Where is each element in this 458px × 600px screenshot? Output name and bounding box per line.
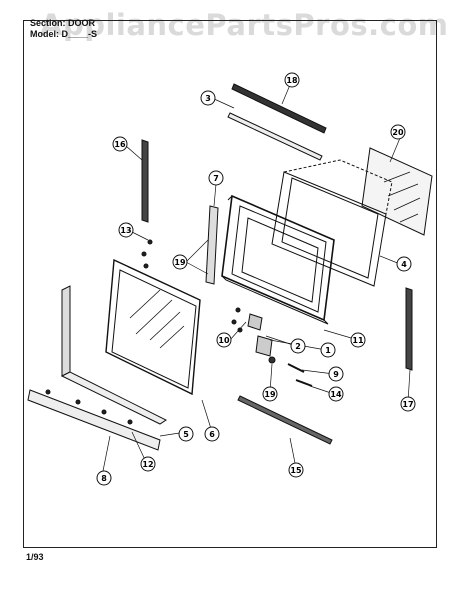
callout-group: 3 18 20 16 7 13 19 4 11 1 2 10 9 14 19 1… (96, 72, 416, 486)
callout-4: 4 (396, 256, 412, 272)
callout-2: 2 (290, 338, 306, 354)
callout-number: 19 (264, 390, 276, 399)
footer-date: 1/93 (26, 552, 44, 562)
inner-door-frame (271, 159, 393, 287)
callout-number: 5 (183, 430, 189, 439)
top-gasket (227, 112, 323, 161)
callout-13: 13 (118, 222, 134, 238)
callout-17: 17 (400, 396, 416, 412)
callout-20: 20 (390, 124, 406, 140)
callout-10: 10 (216, 332, 232, 348)
callout-number: 17 (402, 400, 413, 409)
callout-number: 7 (213, 174, 219, 183)
door-frame-window (221, 194, 335, 325)
callout-number: 10 (218, 336, 230, 345)
callout-number: 9 (333, 370, 339, 379)
callout-number: 1 (325, 346, 331, 355)
bottom-trim (237, 395, 333, 445)
section-label: Section: DOOR (30, 18, 96, 28)
callout-number: 2 (295, 342, 301, 351)
callout-number: 3 (205, 94, 211, 103)
callout-18: 18 (284, 72, 300, 88)
callout-1: 1 (320, 342, 336, 358)
callout-5: 5 (178, 426, 194, 442)
callout-number: 16 (114, 140, 126, 149)
callout-9: 9 (328, 366, 344, 382)
callout-number: 11 (352, 336, 364, 345)
screws (45, 239, 243, 425)
callout-number: 6 (209, 430, 215, 439)
right-side-trim (405, 287, 413, 371)
top-trim-strip (231, 83, 327, 134)
watermark: AppliancePartsPros.com (40, 8, 449, 42)
callout-6: 6 (204, 426, 220, 442)
callout-number: 12 (142, 460, 153, 469)
model-label: Model: D____-S (30, 29, 98, 39)
callout-number: 8 (101, 474, 107, 483)
callout-number: 4 (401, 260, 407, 269)
callout-11: 11 (350, 332, 366, 348)
side-bracket (205, 205, 219, 285)
door-side-trim (60, 285, 167, 425)
callout-16: 16 (112, 136, 128, 152)
callout-12: 12 (140, 456, 156, 472)
callout-number: 19 (174, 258, 186, 267)
callout-number: 18 (286, 76, 298, 85)
rear-glass-panel (361, 147, 433, 236)
callout-19a: 19 (172, 254, 188, 270)
callout-14: 14 (328, 386, 344, 402)
left-side-trim (141, 139, 149, 223)
bottom-handle-strip (27, 389, 161, 451)
outer-door-panel (105, 258, 201, 396)
diagram-frame (23, 20, 437, 548)
callout-7: 7 (208, 170, 224, 186)
callout-number: 14 (330, 390, 342, 399)
hinge-assembly (247, 313, 313, 387)
callout-number: 15 (290, 466, 302, 475)
callout-15: 15 (288, 462, 304, 478)
callout-number: 13 (120, 226, 131, 235)
callout-3: 3 (200, 90, 216, 106)
callout-19b: 19 (262, 386, 278, 402)
callout-8: 8 (96, 470, 112, 486)
callout-number: 20 (392, 128, 404, 137)
